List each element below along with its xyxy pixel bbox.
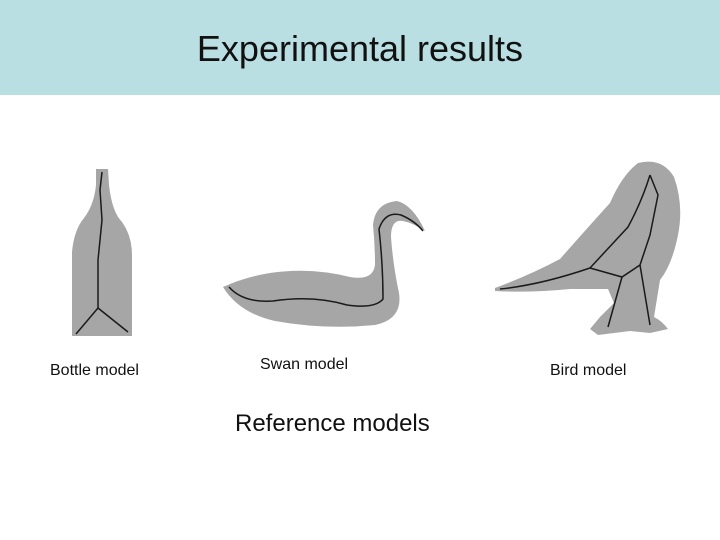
bird-model-caption: Bird model [550,362,627,379]
swan-model-caption: Swan model [260,356,349,373]
slide-title: Experimental results [196,28,524,69]
bottle-model-caption: Bottle model [50,362,139,379]
bird-silhouette-icon [495,161,681,335]
reference-models-label: Reference models [235,410,430,437]
title-bar [0,0,720,95]
bottle-silhouette-icon [72,169,132,336]
swan-silhouette-icon [223,201,425,327]
